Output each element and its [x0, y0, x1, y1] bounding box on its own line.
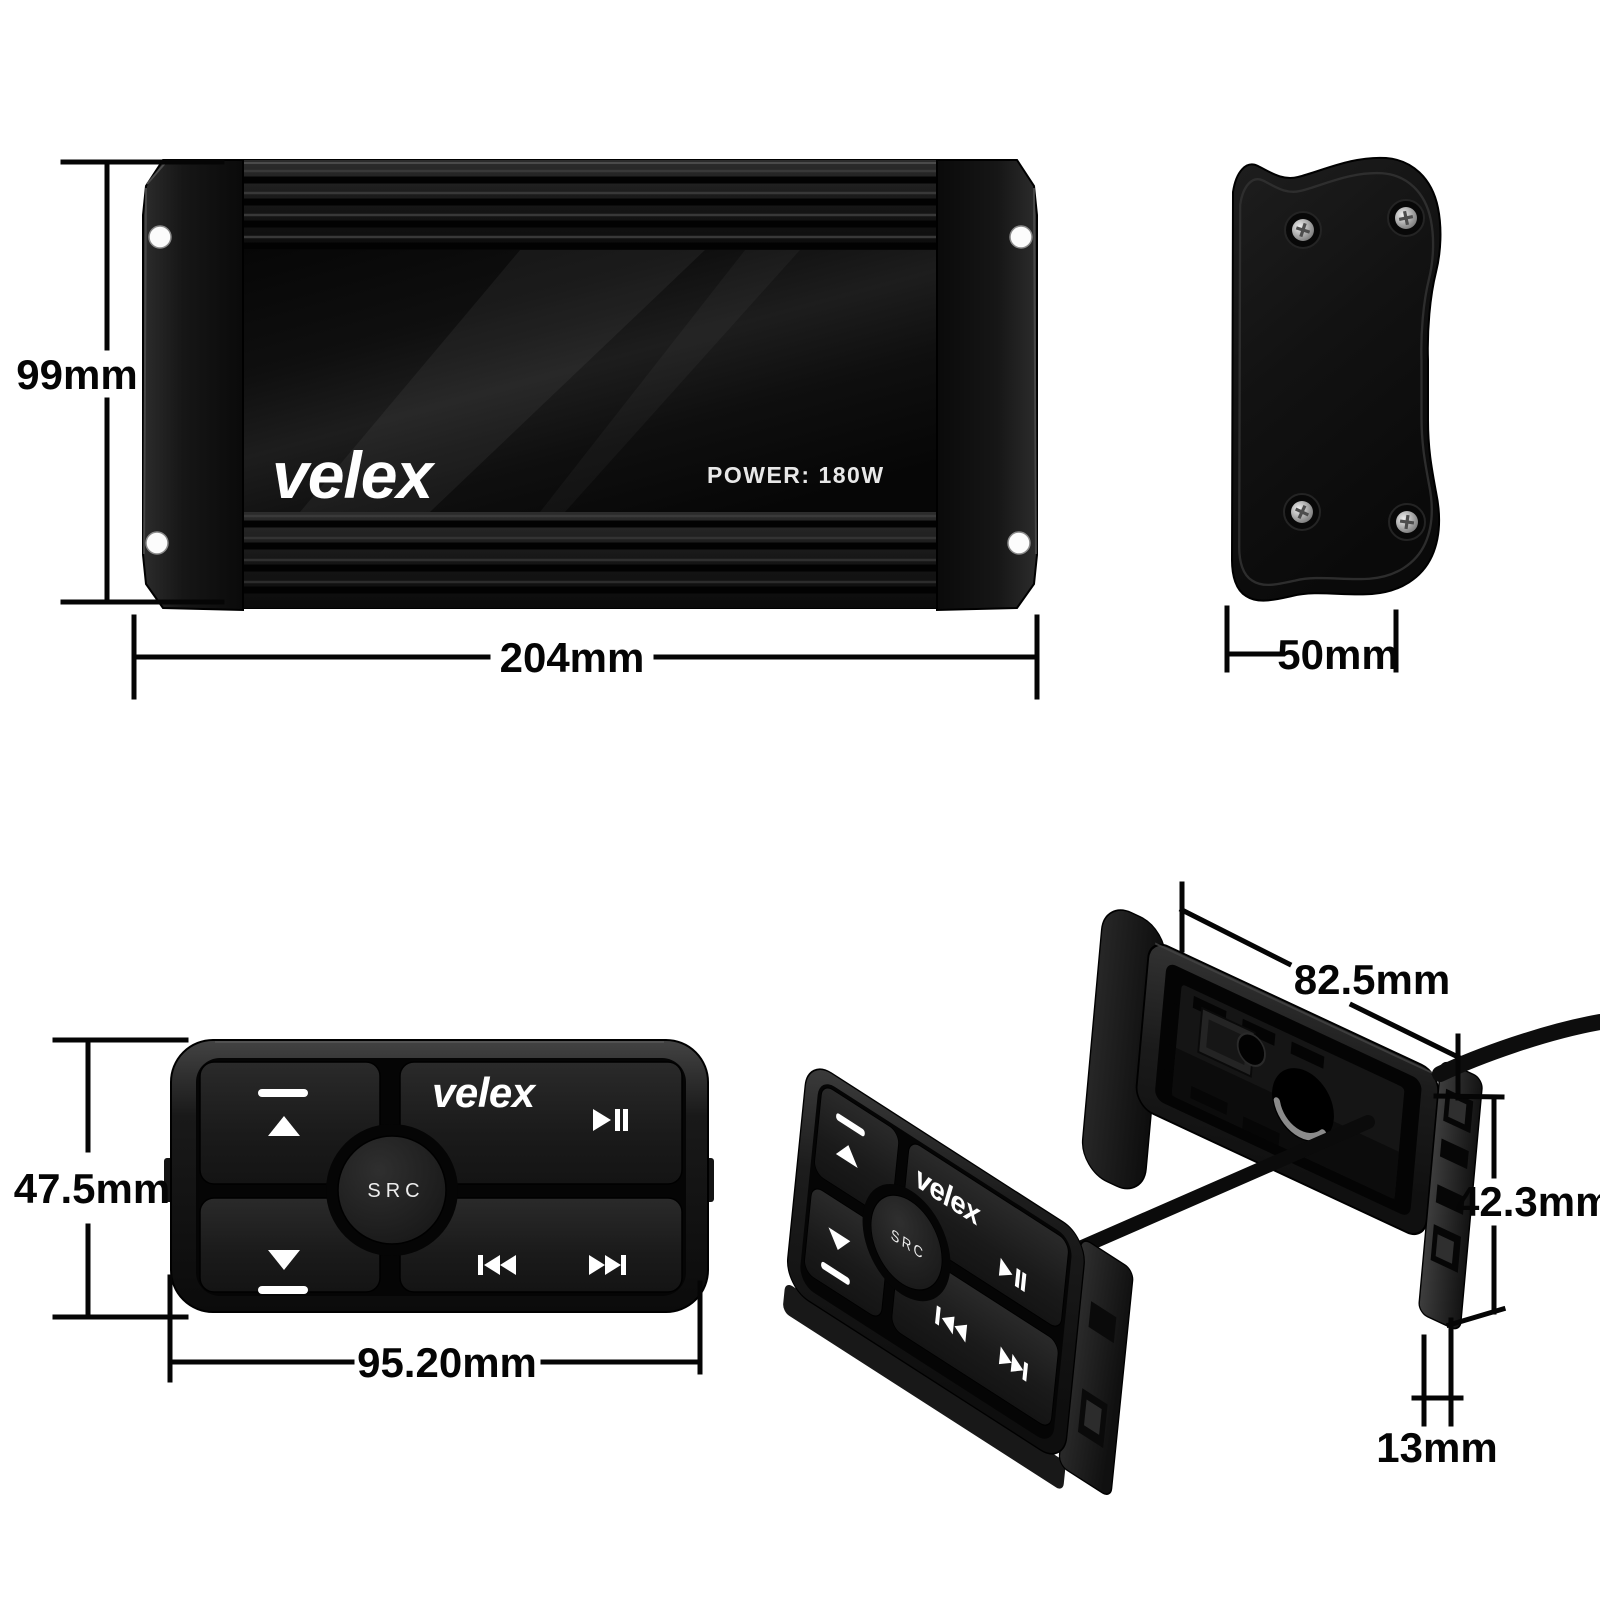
dim-bracket-width: 82.5mm	[1178, 881, 1462, 1101]
play-pause-icon	[593, 1109, 628, 1131]
dim-flange-depth-label: 13mm	[1376, 1424, 1497, 1471]
remote-front-view: velex SRC	[164, 1039, 714, 1313]
amp-front-view: velex POWER: 180W	[142, 159, 1038, 612]
src-button	[870, 1194, 943, 1291]
screw-hole	[1009, 225, 1033, 249]
bracket-small-hole	[1236, 1032, 1266, 1067]
amp-power-label: POWER: 180W	[707, 462, 885, 488]
remote-clip-tab	[1084, 1399, 1102, 1435]
dim-remote-height: 47.5mm	[14, 1037, 189, 1320]
bracket-clip-tab	[1448, 1096, 1467, 1125]
amp-logo-text: velex	[272, 438, 435, 512]
remote-logo-text: velex	[432, 1069, 537, 1116]
dim-flange-depth: 13mm	[1376, 1317, 1498, 1471]
bracket-clip-tab	[1435, 1234, 1454, 1264]
volume-up-icon	[268, 1116, 300, 1136]
screw-icon	[1387, 199, 1425, 237]
play-pause-button	[399, 1061, 683, 1185]
dim-bracket-height-label: 42.3mm	[1456, 1178, 1600, 1225]
dim-remote-height-label: 47.5mm	[14, 1165, 170, 1212]
amp-side-view	[1230, 156, 1442, 602]
dim-amp-width-label: 204mm	[500, 634, 645, 681]
screw-hole	[148, 225, 172, 249]
volume-down-dash-icon	[258, 1286, 308, 1294]
dim-bracket-width-label: 82.5mm	[1294, 956, 1450, 1003]
volume-down-dash-icon	[821, 1261, 850, 1285]
src-button	[337, 1135, 447, 1245]
volume-up-dash-icon	[258, 1089, 308, 1097]
dim-remote-width-label: 95.20mm	[357, 1339, 537, 1386]
previous-track-icon	[935, 1305, 968, 1343]
volume-down-icon	[268, 1250, 300, 1270]
dim-remote-width: 95.20mm	[167, 1274, 703, 1386]
next-track-icon	[998, 1346, 1029, 1382]
dim-amp-depth-label: 50mm	[1277, 631, 1398, 678]
dim-amp-width: 204mm	[131, 614, 1040, 700]
src-button-label: SRC	[367, 1180, 424, 1202]
next-track-icon	[589, 1255, 626, 1275]
remote-exploded-view: velex SRC	[783, 1068, 1134, 1496]
dim-amp-depth: 50mm	[1224, 605, 1399, 678]
screw-icon	[1388, 503, 1426, 541]
screw-icon	[1283, 493, 1321, 531]
volume-up-button	[199, 1061, 381, 1185]
mounting-bracket	[1081, 909, 1483, 1330]
amp-endcap-outline	[1230, 156, 1442, 602]
remote-bottom-face	[783, 1284, 1066, 1489]
previous-track-icon	[478, 1255, 516, 1275]
amp-left-bracket	[142, 159, 244, 612]
dim-amp-height: 99mm	[16, 159, 225, 605]
power-cable	[1432, 1014, 1600, 1082]
screw-icon	[1284, 211, 1322, 249]
play-pause-icon	[998, 1257, 1027, 1293]
dim-amp-height-label: 99mm	[16, 351, 137, 398]
volume-down-icon	[828, 1227, 851, 1251]
amp-right-bracket	[936, 159, 1038, 612]
screw-hole	[145, 531, 169, 555]
amp-face-panel	[228, 250, 952, 512]
volume-up-dash-icon	[836, 1113, 865, 1137]
volume-up-icon	[835, 1145, 858, 1168]
dim-bracket-height: 42.3mm	[1433, 1093, 1600, 1329]
screw-hole	[1007, 531, 1031, 555]
